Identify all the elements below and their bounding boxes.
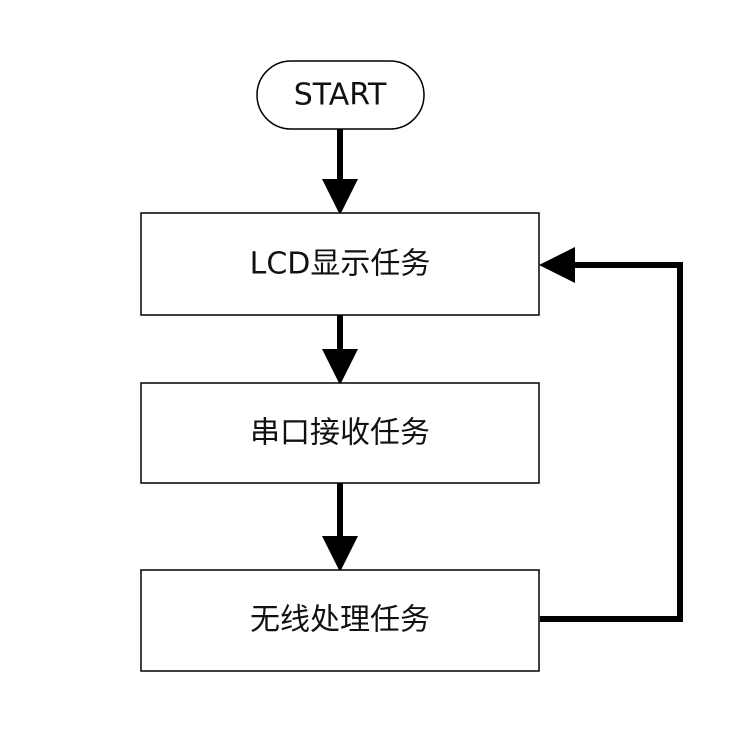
process-label-lcd-display: LCD显示任务 (250, 247, 431, 282)
process-box-wireless-processing: 无线处理任务 (140, 569, 540, 672)
process-box-lcd-display: LCD显示任务 (140, 212, 540, 316)
process-label-serial-receive: 串口接收任务 (250, 416, 430, 451)
start-label: START (294, 78, 387, 113)
process-box-shape (140, 382, 540, 484)
start-node: START (256, 60, 425, 130)
process-box-shape (140, 212, 540, 316)
process-box-serial-receive: 串口接收任务 (140, 382, 540, 484)
process-label-wireless-processing: 无线处理任务 (250, 603, 430, 638)
start-terminator-shape (256, 60, 425, 130)
process-box-shape (140, 569, 540, 672)
arrow-loop-wireless-to-lcd (539, 247, 683, 622)
